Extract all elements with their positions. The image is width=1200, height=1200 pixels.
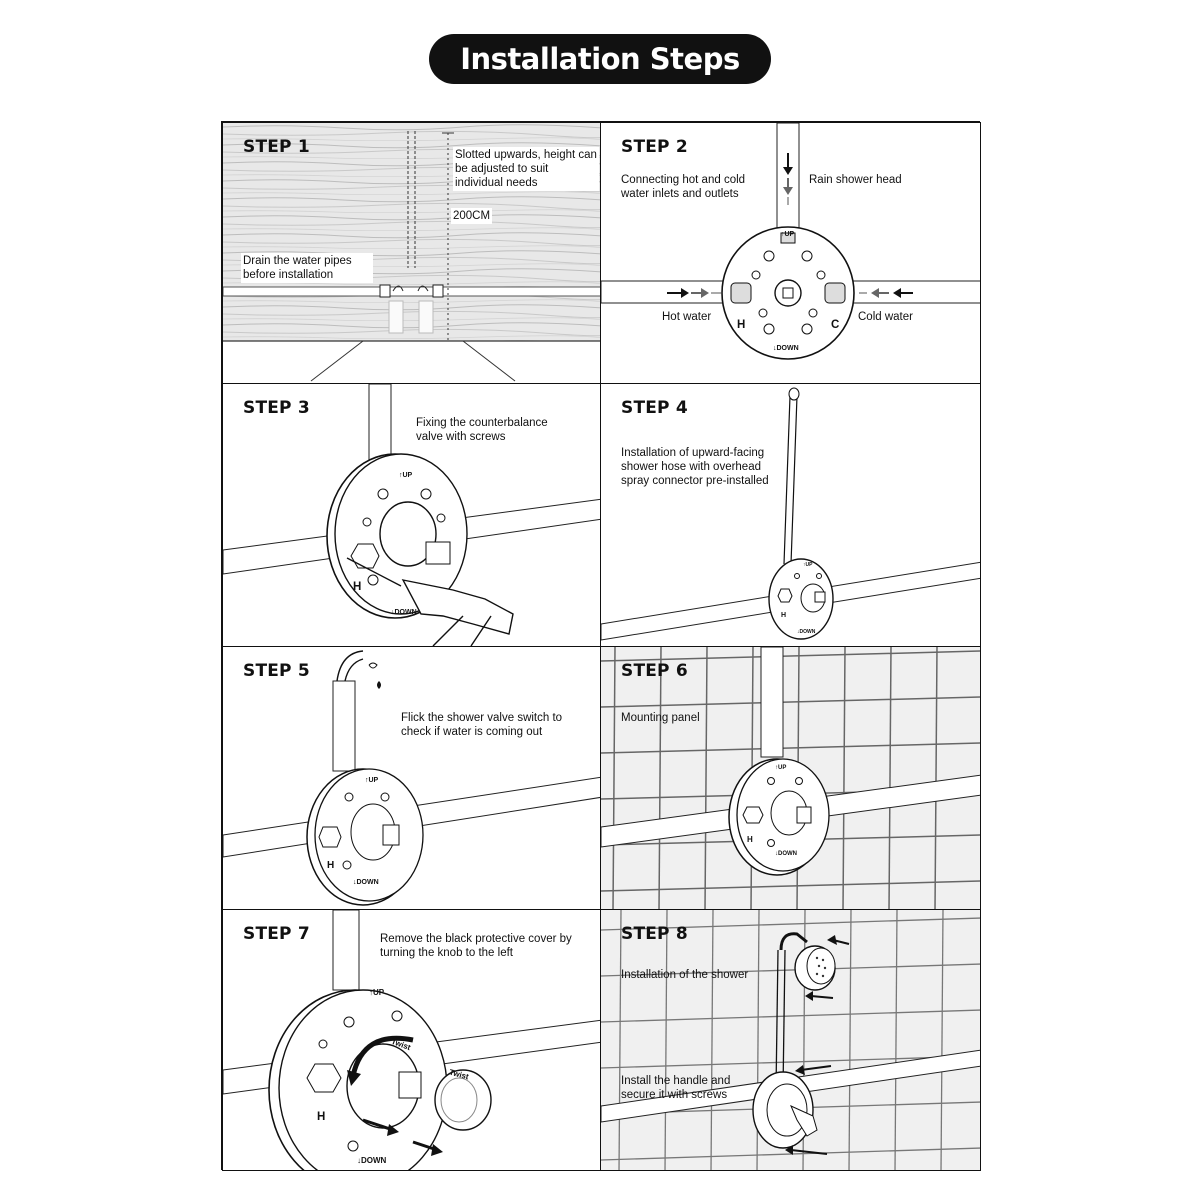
- step-5-panel: STEP 5 Flick the shower valve switch to …: [222, 646, 602, 910]
- step-7-panel: STEP 7 Remove the black protective cover…: [222, 909, 602, 1171]
- step-8-handle-note: Install the handle and secure it with sc…: [621, 1075, 731, 1101]
- step-2-hot-note: Hot water: [662, 311, 712, 323]
- page-title: Installation Steps: [429, 34, 771, 84]
- step-5-down-label: ↓DOWN: [353, 879, 379, 886]
- step-8-panel: STEP 8 Installation of the shower Instal…: [600, 909, 981, 1171]
- step-2-down-label: ↓DOWN: [773, 345, 799, 352]
- step-4-install-note: Installation of upward-facing shower hos…: [621, 447, 769, 487]
- step-2-illustration: [601, 123, 980, 360]
- step-7-h-label: H: [317, 1111, 326, 1123]
- step-1-panel: STEP 1 Slotted upwards, height can be ad…: [222, 122, 602, 384]
- step-6-h-label: H: [747, 835, 753, 844]
- step-2-label: STEP 2: [621, 137, 688, 157]
- step-3-h-label: H: [353, 581, 362, 593]
- steps-grid: STEP 1 Slotted upwards, height can be ad…: [221, 121, 981, 1171]
- step-7-illustration: [223, 910, 601, 1170]
- step-4-panel: STEP 4 Installation of upward-facing sho…: [600, 383, 981, 647]
- step-1-drain-note: Drain the water pipes before installatio…: [241, 253, 373, 283]
- step-6-mount-note: Mounting panel: [621, 712, 700, 724]
- step-6-illustration: [601, 647, 980, 909]
- step-3-panel: STEP 3 Fixing the counterbalance valve w…: [222, 383, 602, 647]
- step-8-shower-note: Installation of the shower: [621, 969, 749, 981]
- step-1-slotted-note: Slotted upwards, height can be adjusted …: [453, 147, 599, 191]
- step-5-illustration: [223, 650, 601, 906]
- step-4-down-label: ↓DOWN: [797, 629, 816, 635]
- step-2-cold-note: Cold water: [858, 311, 913, 323]
- step-3-up-label: ↑UP: [399, 472, 413, 479]
- step-2-rain-note: Rain shower head: [809, 174, 902, 186]
- step-2-panel: STEP 2 Connecting hot and cold water inl…: [600, 122, 981, 384]
- step-5-h-label: H: [327, 860, 335, 871]
- step-8-label: STEP 8: [621, 924, 688, 944]
- step-7-remove-note: Remove the black protective cover by tur…: [380, 933, 572, 959]
- step-7-up-label: ↑UP: [369, 988, 385, 997]
- step-4-up-label: ↑UP: [803, 562, 813, 568]
- step-6-down-label: ↓DOWN: [775, 851, 797, 857]
- step-4-label: STEP 4: [621, 398, 688, 418]
- step-3-label: STEP 3: [243, 398, 310, 418]
- step-3-down-label: ↓DOWN: [391, 609, 417, 616]
- step-3-fix-note: Fixing the counterbalance valve with scr…: [416, 417, 548, 443]
- step-7-label: STEP 7: [243, 924, 310, 944]
- step-5-up-label: ↑UP: [365, 777, 379, 784]
- step-8-illustration: [601, 910, 980, 1170]
- step-1-height-note: 200CM: [451, 208, 493, 224]
- step-6-label: STEP 6: [621, 661, 688, 681]
- step-2-c-label: C: [831, 319, 840, 331]
- step-5-label: STEP 5: [243, 661, 310, 681]
- step-7-down-label: ↓DOWN: [357, 1156, 387, 1165]
- step-6-panel: STEP 6 Mounting panel ↑UP ↓DOWN H: [600, 646, 981, 910]
- step-2-connect-note: Connecting hot and cold water inlets and…: [621, 174, 746, 200]
- step-2-h-label: H: [737, 319, 746, 331]
- step-3-illustration: [223, 384, 601, 646]
- step-5-flick-note: Flick the shower valve switch to check i…: [401, 712, 563, 738]
- step-4-illustration: [601, 387, 980, 641]
- step-4-h-label: H: [781, 612, 787, 619]
- step-2-up-label: ↑UP: [781, 231, 795, 238]
- step-6-up-label: ↑UP: [775, 765, 787, 771]
- step-1-label: STEP 1: [243, 137, 310, 157]
